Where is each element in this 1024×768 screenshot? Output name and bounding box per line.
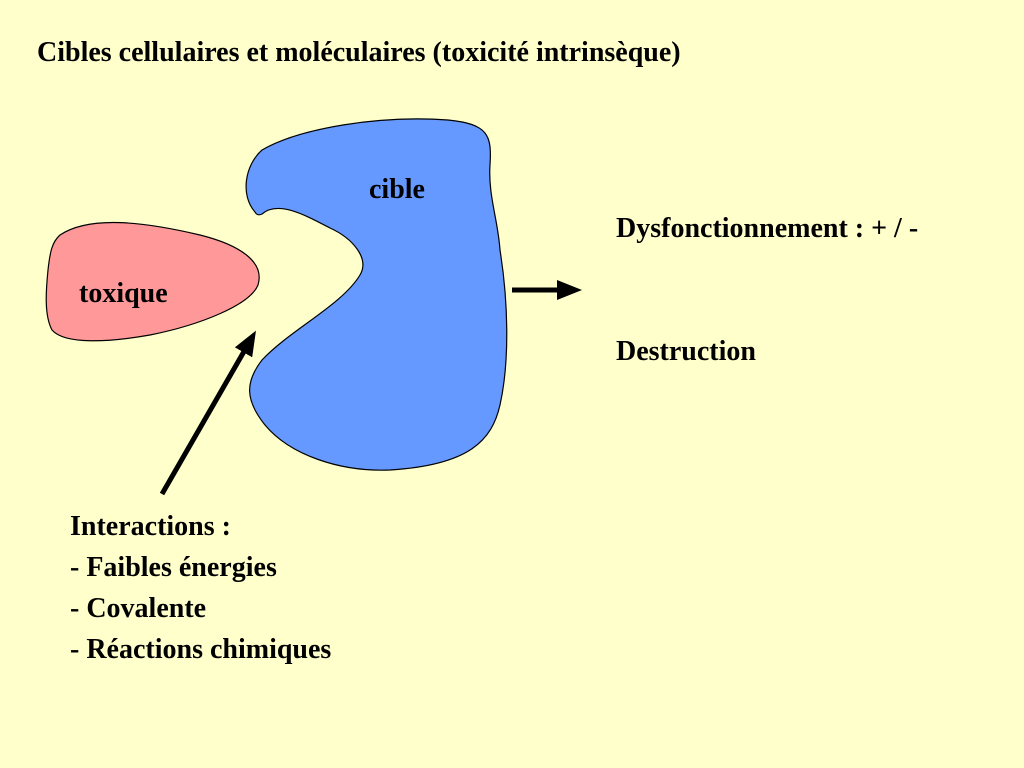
target-shape	[245, 118, 508, 471]
toxic-label: toxique	[79, 278, 168, 309]
toxic-shape	[45, 221, 260, 342]
slide-title: Cibles cellulaires et moléculaires (toxi…	[37, 37, 681, 68]
outcome-destruction: Destruction	[616, 336, 756, 367]
interaction-arrow	[159, 330, 256, 496]
interaction-item: - Réactions chimiques	[70, 634, 332, 665]
interaction-item: - Covalente	[70, 593, 207, 624]
interactions-list: Interactions : - Faibles énergies - Cova…	[70, 506, 331, 670]
outcome-dysfunction: Dysfonctionnement : + / -	[616, 213, 919, 244]
target-label: cible	[369, 174, 425, 205]
interactions-heading: Interactions :	[70, 511, 231, 542]
interaction-item: - Faibles énergies	[70, 552, 277, 583]
